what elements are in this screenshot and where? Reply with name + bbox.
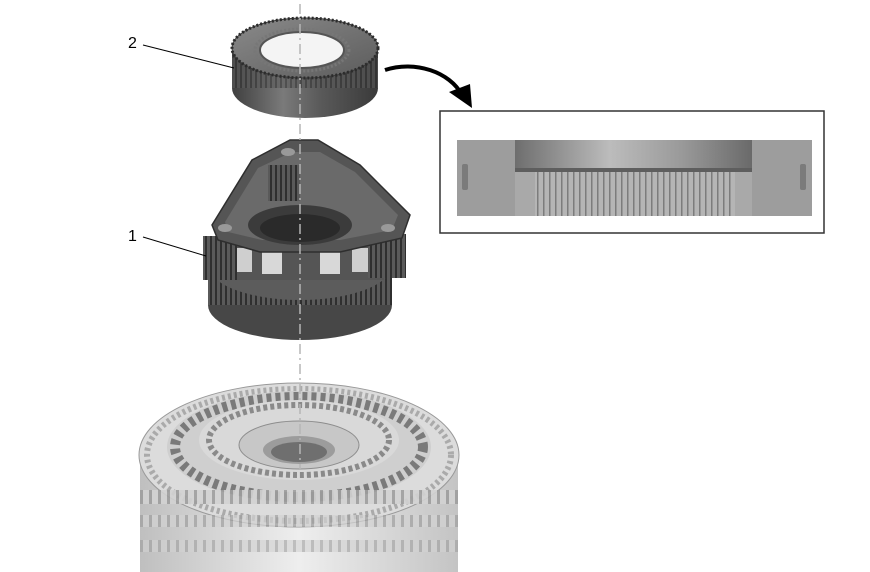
ring-gear-detail-inset bbox=[439, 110, 825, 234]
curved-arrow-icon bbox=[384, 64, 472, 108]
ring-gear-part bbox=[230, 16, 380, 118]
callout-2-label: 2 bbox=[128, 35, 137, 52]
callout-1-label: 1 bbox=[128, 228, 137, 245]
planet-carrier-part bbox=[203, 139, 411, 340]
transmission-housing bbox=[138, 382, 460, 572]
callout-2-leader bbox=[142, 44, 235, 69]
callout-1-leader bbox=[142, 236, 207, 257]
